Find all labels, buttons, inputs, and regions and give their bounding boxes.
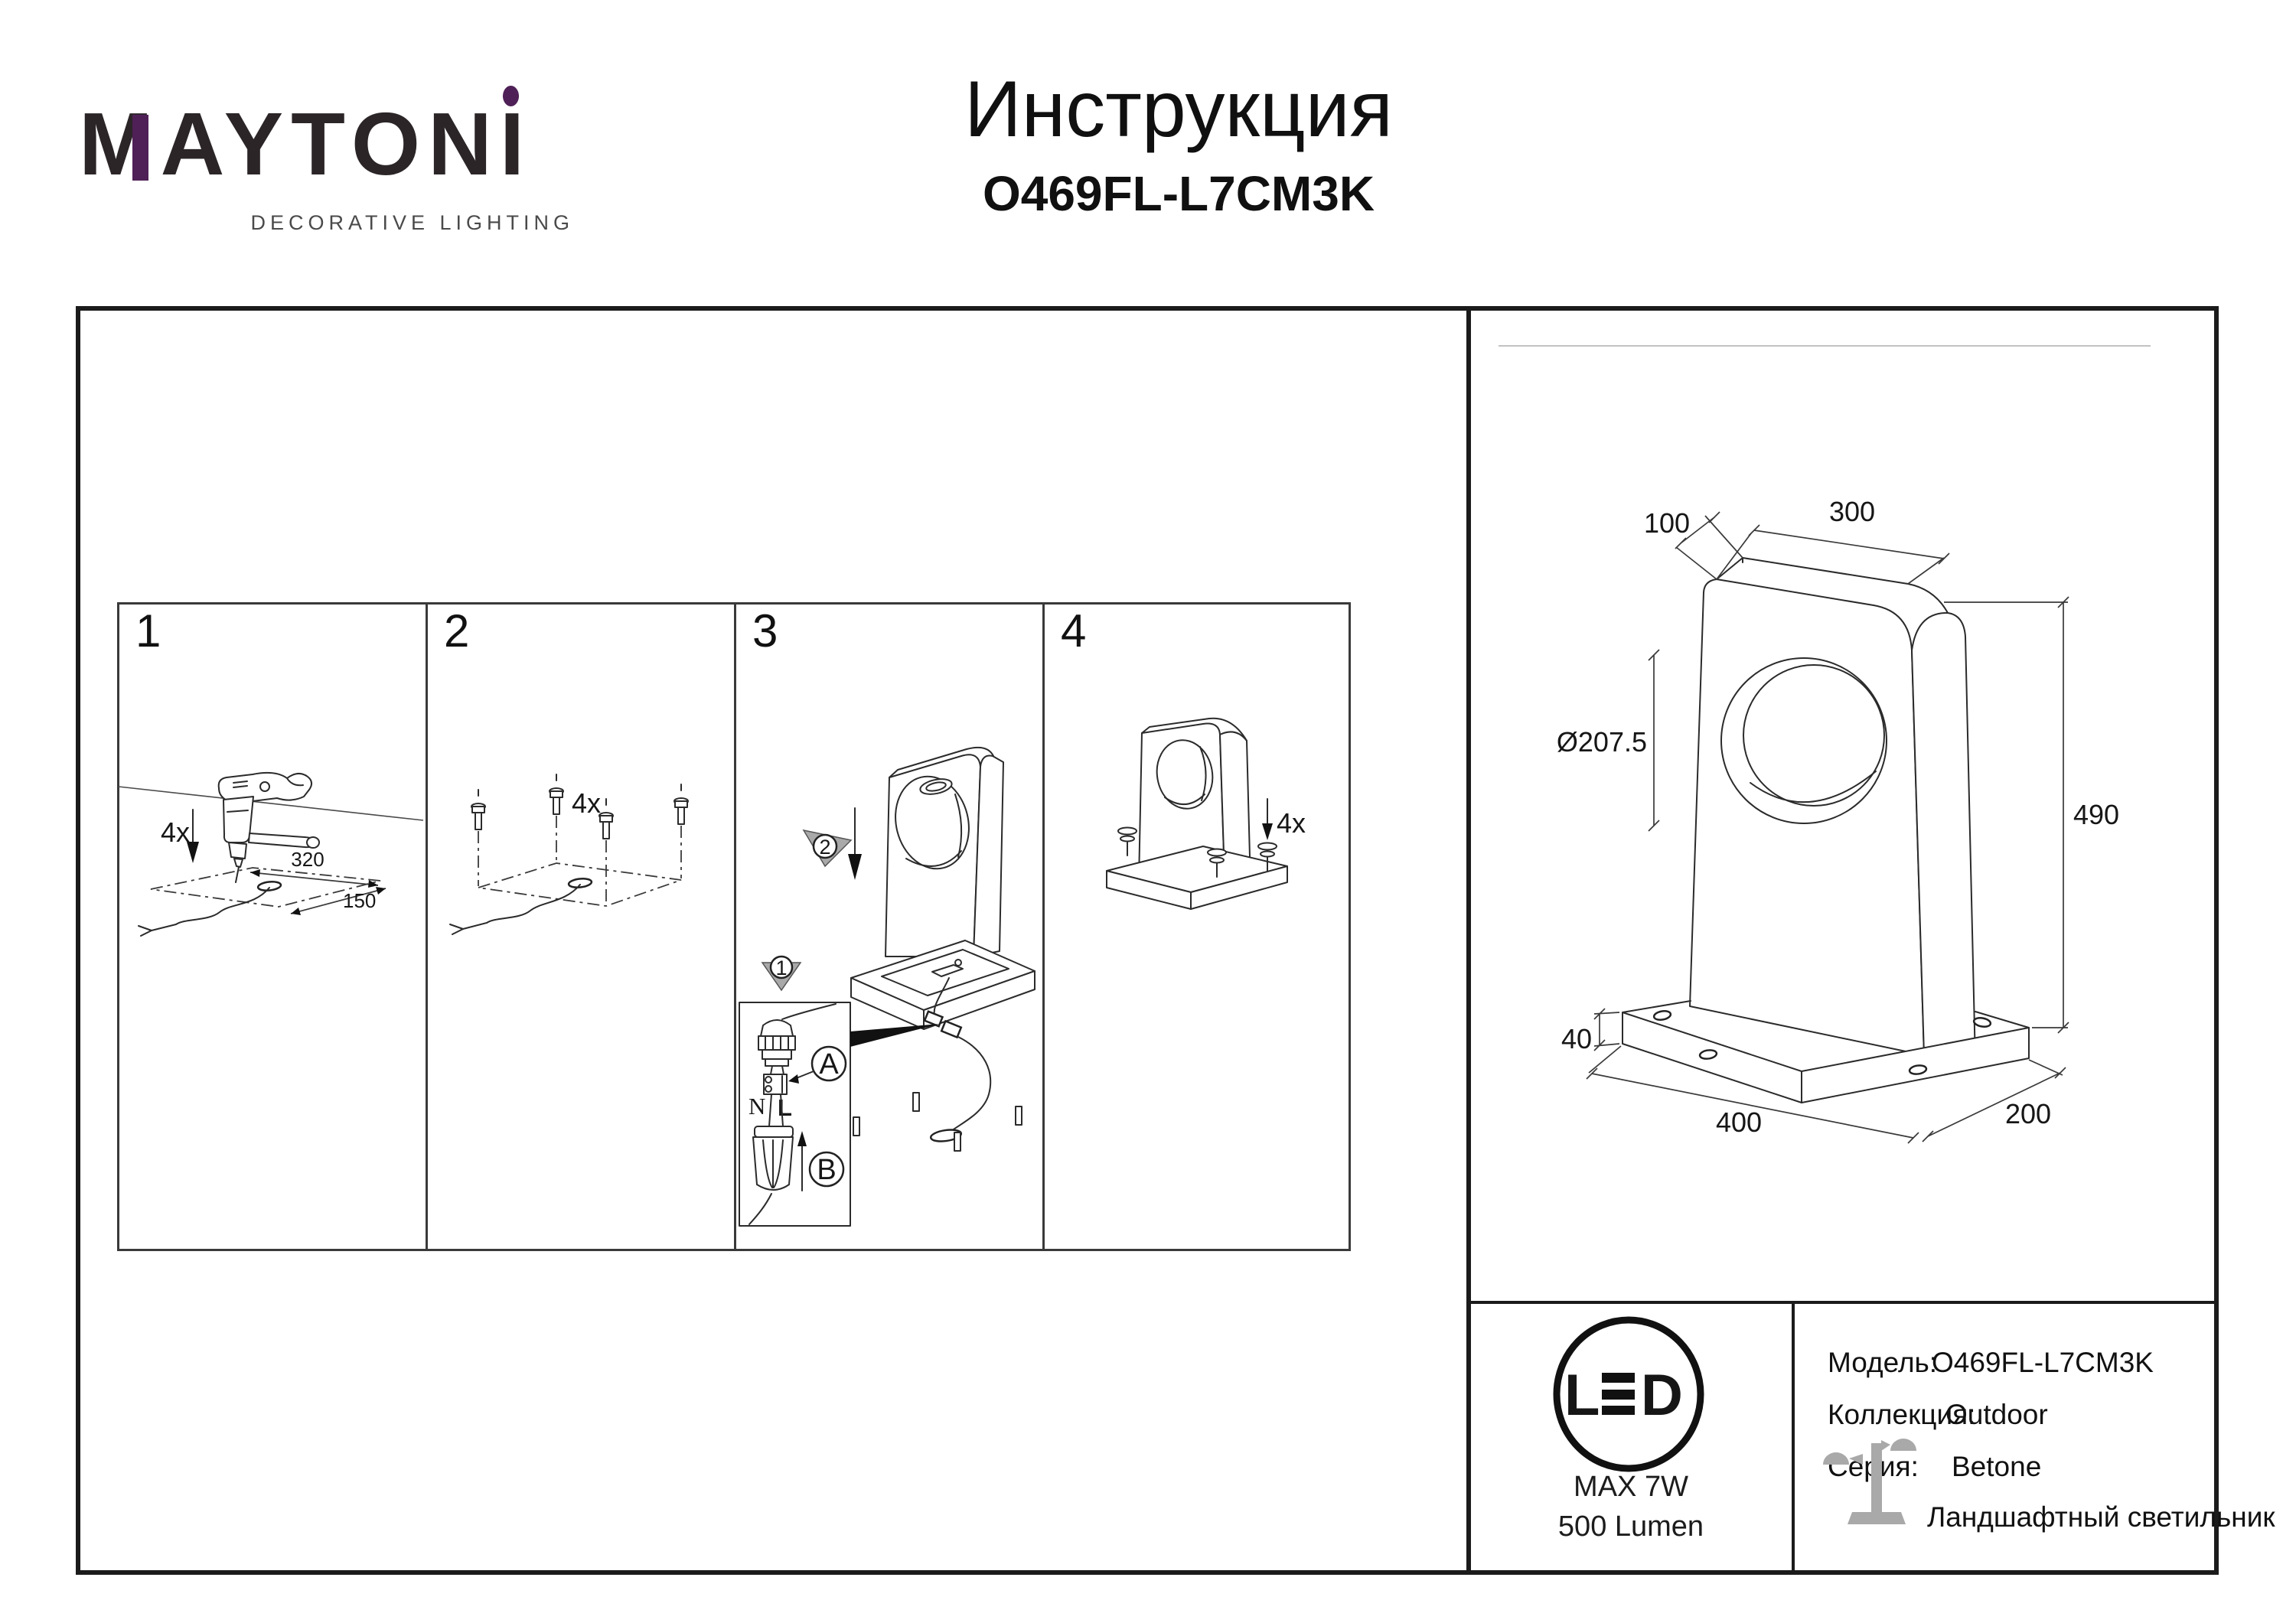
installation-steps-strip — [117, 602, 1351, 1251]
brand-m-purple-leg — [132, 115, 148, 181]
led-max-power: MAX 7W — [1574, 1471, 1688, 1503]
led-lumen: 500 Lumen — [1557, 1511, 1704, 1543]
brand-letter-m: M — [79, 94, 161, 194]
frame-vertical-divider — [1466, 306, 1471, 1575]
step-divider-3-4 — [1042, 605, 1045, 1249]
page-title: Инструкция — [964, 65, 1393, 154]
title-block: Инструкция O469FL-L7CM3K — [796, 64, 1561, 222]
step-number-1: 1 — [135, 605, 161, 657]
info-label-collection: Коллекция: — [1828, 1399, 1976, 1430]
info-value-model: O469FL-L7CM3K — [1932, 1347, 2154, 1378]
step-divider-2-3 — [734, 605, 736, 1249]
info-label-model: Модель: — [1828, 1347, 1938, 1378]
right-panel-horizontal-divider — [1469, 1301, 2219, 1304]
brand-letter-i: I — [500, 86, 532, 188]
info-label-series: Серия: — [1828, 1451, 1919, 1482]
content-frame — [76, 306, 2219, 1575]
brand-subtitle: DECORATIVE LIGHTING — [250, 211, 574, 234]
right-panel-vertical-divider — [1792, 1301, 1795, 1573]
info-value-series: Betone — [1952, 1451, 2042, 1482]
step-number-3: 3 — [752, 605, 778, 657]
step-divider-1-2 — [426, 605, 428, 1249]
brand-i-purple-dot — [502, 86, 519, 106]
page-model-code: O469FL-L7CM3K — [982, 165, 1375, 221]
step-number-4: 4 — [1061, 605, 1087, 657]
step-number-2: 2 — [444, 605, 470, 657]
product-type-label: Ландшафтный светильник — [1927, 1501, 2275, 1533]
brand-letters: AYTON — [160, 94, 500, 194]
info-value-collection: Outdoor — [1945, 1399, 2048, 1430]
